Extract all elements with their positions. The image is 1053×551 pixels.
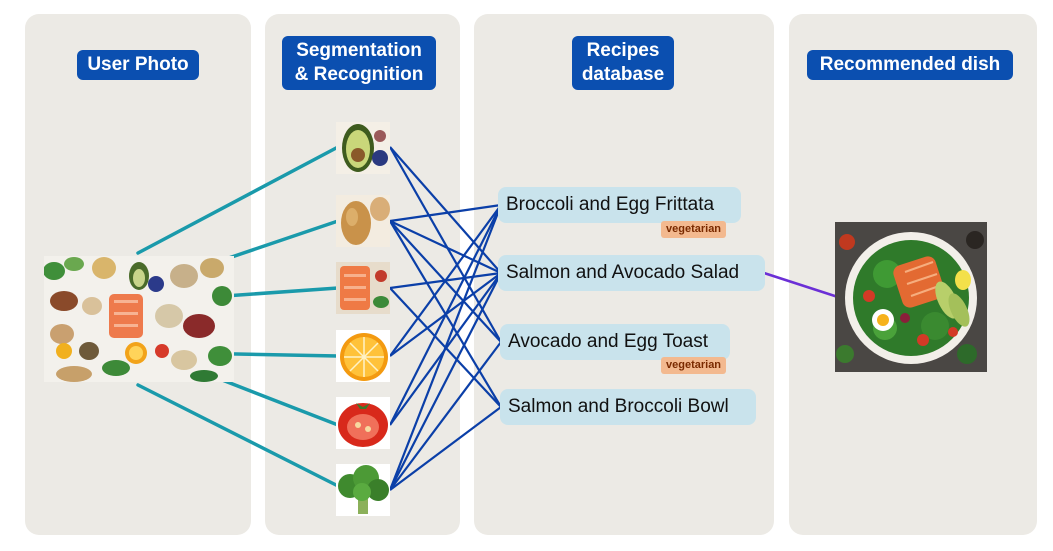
orange-icon (336, 330, 390, 382)
tomato-icon (336, 397, 390, 449)
title-segmentation-line1: Segmentation (296, 40, 422, 61)
title-recipes-line2: database (581, 64, 665, 85)
title-recipes-line1: Recipes (586, 40, 660, 61)
recipe-avocado-egg-toast: Avocado and Egg Toast (500, 324, 730, 360)
user-photo (44, 256, 234, 382)
potato-icon (336, 195, 390, 247)
photo-link-avocado (136, 145, 340, 255)
link-broccoli-toast (389, 341, 502, 491)
title-segmentation: Segmentation & Recognition (282, 36, 436, 90)
recipe-label: Salmon and Broccoli Bowl (508, 396, 729, 417)
link-tomato-frittata (389, 204, 502, 426)
vegetarian-badge: vegetarian (661, 221, 727, 238)
title-user-photo-text: User Photo (87, 54, 189, 75)
recipe-label: Broccoli and Egg Frittata (506, 194, 715, 215)
recommended-dish-photo (835, 222, 987, 372)
broccoli-icon (336, 464, 390, 516)
title-recommended: Recommended dish (807, 50, 1013, 80)
recipe-salmon-avocado-salad: Salmon and Avocado Salad (498, 255, 765, 291)
recipe-salmon-broccoli-bowl: Salmon and Broccoli Bowl (500, 389, 756, 425)
link-potato-frittata (389, 203, 502, 223)
avocado-icon (336, 122, 390, 174)
title-recommended-text: Recommended dish (819, 54, 1001, 75)
link-broccoli-bowl (389, 406, 502, 491)
salmon-icon (336, 262, 390, 314)
recipe-label: Avocado and Egg Toast (508, 331, 709, 352)
link-avocado-salad (389, 146, 502, 274)
link-broccoli-frittata (388, 204, 503, 491)
link-potato-salad (389, 220, 502, 274)
recipe-broccoli-egg-frittata: Broccoli and Egg Frittata (498, 187, 741, 223)
link-orange-frittata (389, 204, 502, 357)
title-recipes: Recipes database (572, 36, 674, 90)
recipe-label: Salmon and Avocado Salad (506, 262, 740, 283)
title-segmentation-line2: & Recognition (294, 64, 424, 85)
photo-link-broccoli (136, 383, 340, 488)
title-user-photo: User Photo (77, 50, 199, 80)
vegetarian-badge: vegetarian (661, 357, 727, 374)
link-broccoli-salad (389, 272, 502, 491)
recommend-link (763, 271, 842, 300)
